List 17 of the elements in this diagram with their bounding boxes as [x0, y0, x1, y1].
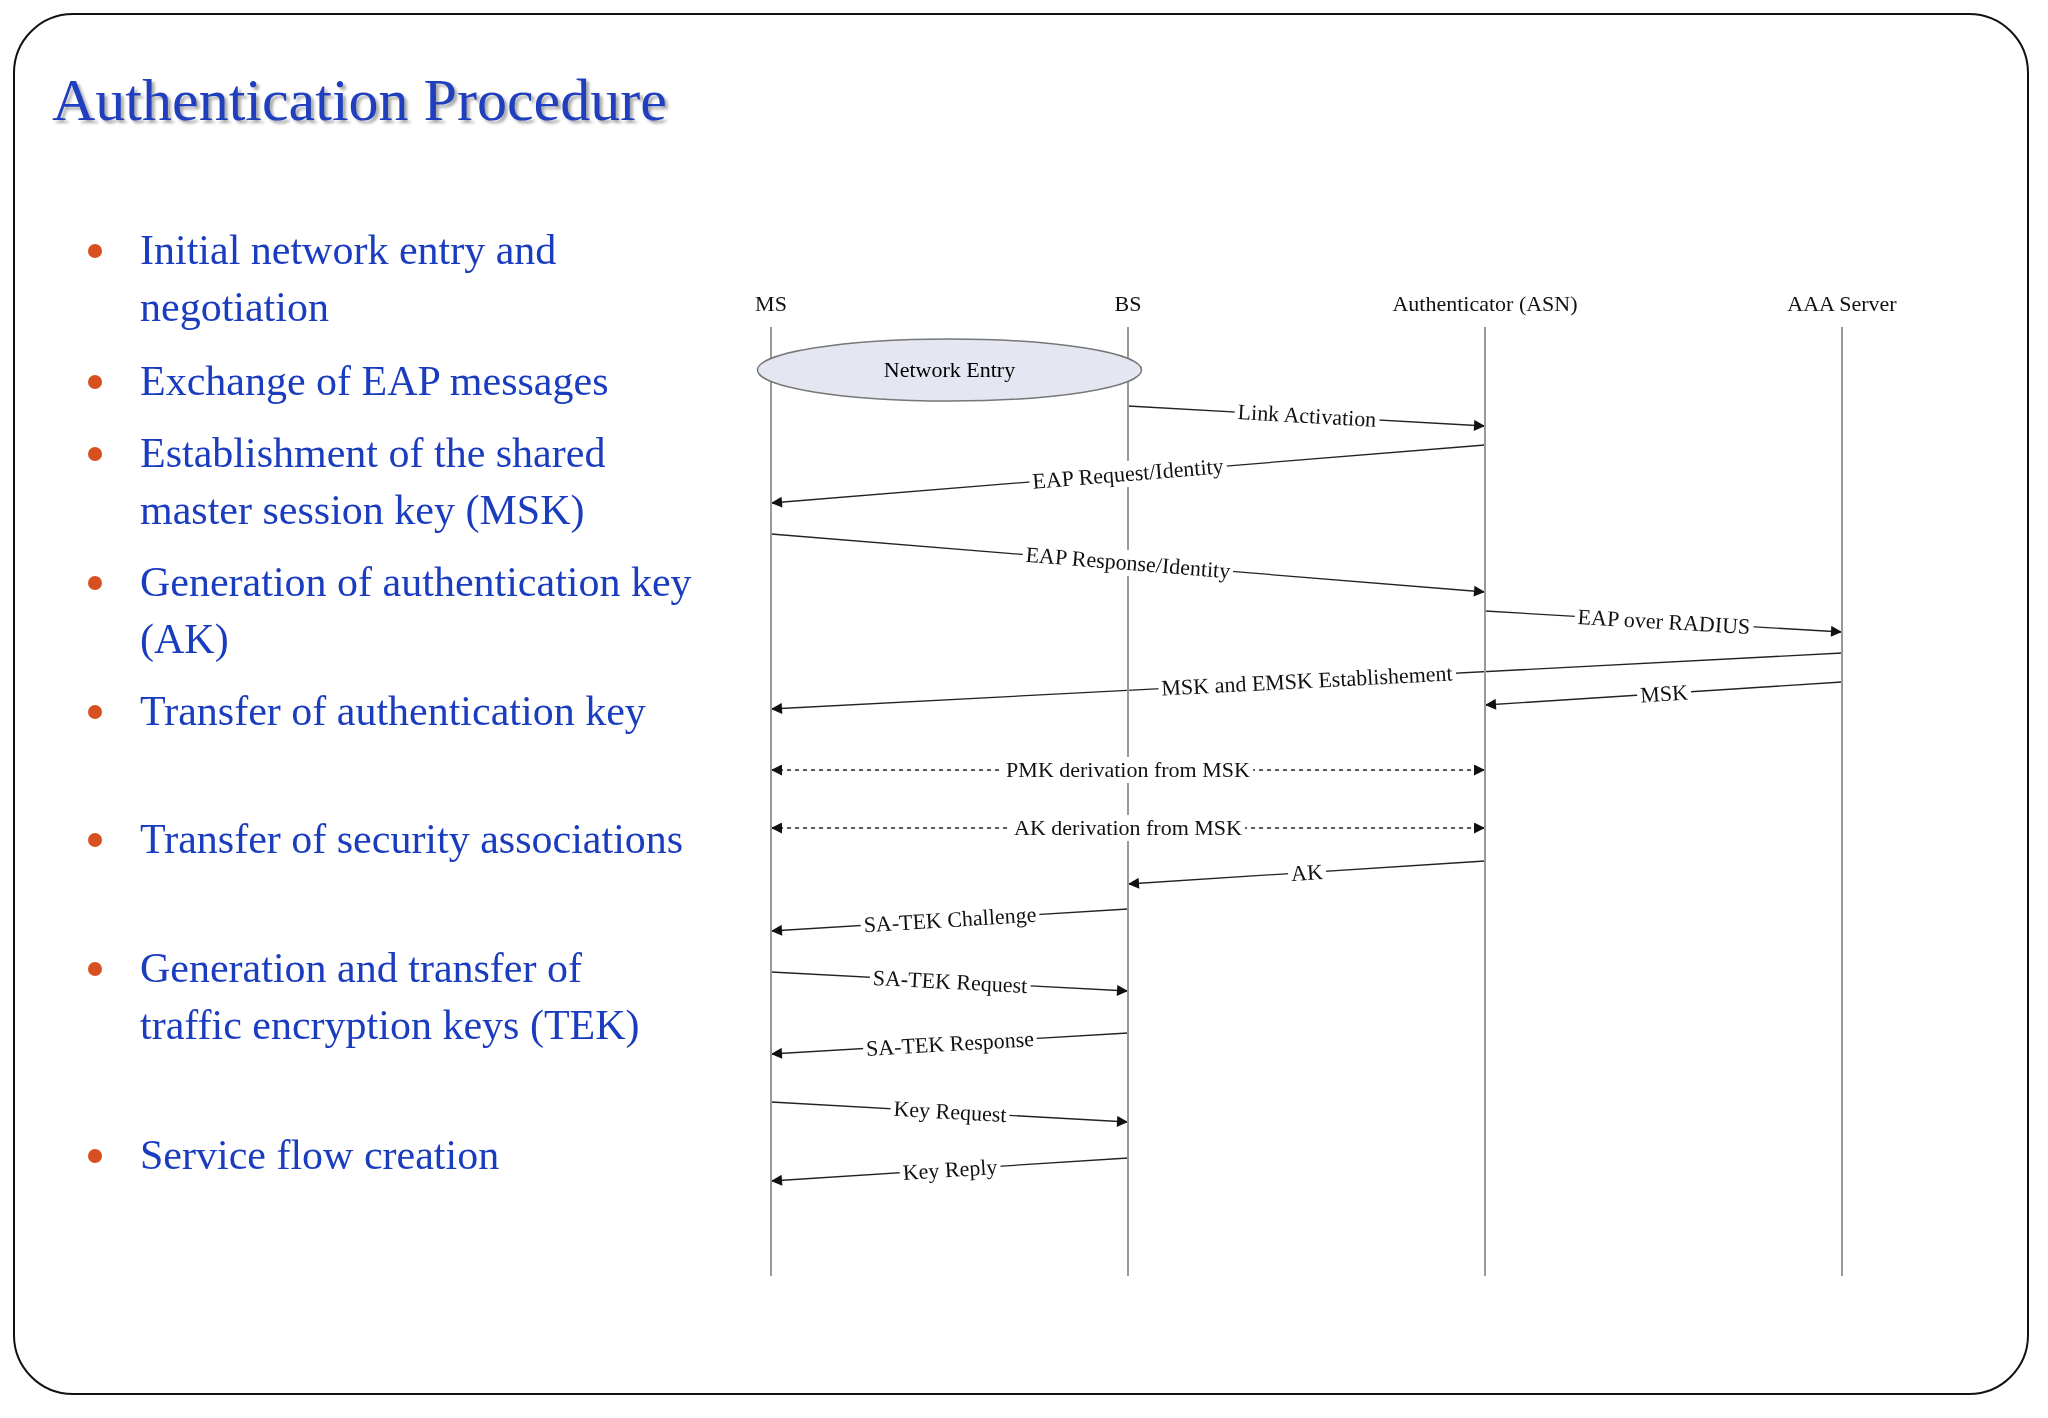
message-label: PMK derivation from MSK [1003, 757, 1253, 783]
bullet-text: Service flow creation [140, 1131, 501, 1180]
slide-title: Authentication Procedure [52, 66, 667, 135]
message-arrow [1127, 860, 1486, 889]
bullet-text: Establishment of the shared master session key (MSK) [140, 429, 607, 535]
network-entry-ellipse: Network Entry [756, 338, 1143, 402]
participant-label: AAA Server [1786, 290, 1898, 318]
participant-label: Authenticator (ASN) [1391, 290, 1579, 318]
participant-label: BS [1113, 290, 1143, 318]
bullet-text: Initial network entry and negotiation [140, 226, 558, 332]
participant-label: MS [754, 290, 788, 318]
bullet-text: Generation and transfer of traffic encryption keys (TEK) [140, 944, 641, 1050]
message-label: AK derivation from MSK [1011, 815, 1245, 841]
bullet-text: Exchange of EAP messages [140, 357, 610, 406]
bullet-text: Generation of authentication key (AK) [140, 558, 692, 664]
bullet-text: Transfer of security associations [140, 815, 685, 864]
bullet-text: Transfer of authentication key [140, 687, 647, 736]
